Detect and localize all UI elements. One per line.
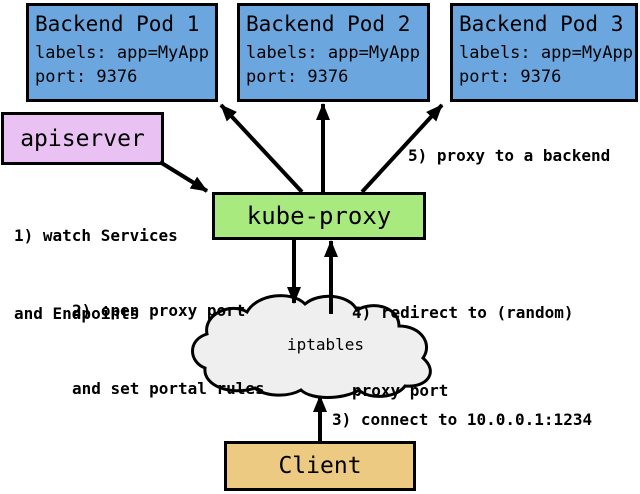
backend-pod-2-box: Backend Pod 2 labels: app=MyApp port: 93… xyxy=(237,3,430,102)
backend-pod-3-box: Backend Pod 3 labels: app=MyApp port: 93… xyxy=(450,3,638,102)
pod-title: Backend Pod 1 xyxy=(35,12,200,36)
apiserver-box: apiserver xyxy=(1,112,164,165)
step-3-label: 3) connect to 10.0.0.1:1234 xyxy=(332,410,593,429)
arrow-kubeproxy-to-pod1 xyxy=(219,103,304,194)
kube-proxy-box: kube-proxy xyxy=(212,192,426,240)
step-5-label: 5) proxy to a backend xyxy=(408,146,611,165)
pod-labels-line: labels: app=MyApp xyxy=(459,43,633,63)
pod-port-line: port: 9376 xyxy=(35,67,138,87)
step-4-label: 4) redirect to (random) proxy port xyxy=(352,303,574,400)
cloud-shape xyxy=(191,294,432,399)
iptables-label: iptables xyxy=(286,334,365,354)
pod-port-line: port: 9376 xyxy=(246,67,349,87)
step-1-label: 1) watch Services and Endpoints xyxy=(14,226,178,323)
client-label: Client xyxy=(278,453,362,479)
step-2-label: 2) open proxy port and set portal rules xyxy=(72,301,265,398)
pod-title: Backend Pod 2 xyxy=(246,12,411,36)
pod-title: Backend Pod 3 xyxy=(459,12,624,36)
iptables-cloud xyxy=(191,294,432,399)
pod-labels-line: labels: app=MyApp xyxy=(246,43,420,63)
pod-port-line: port: 9376 xyxy=(459,67,562,87)
pod-labels-line: labels: app=MyApp xyxy=(35,43,209,63)
kube-proxy-label: kube-proxy xyxy=(246,202,392,230)
backend-pod-1-box: Backend Pod 1 labels: app=MyApp port: 93… xyxy=(26,3,218,102)
apiserver-label: apiserver xyxy=(20,125,145,152)
